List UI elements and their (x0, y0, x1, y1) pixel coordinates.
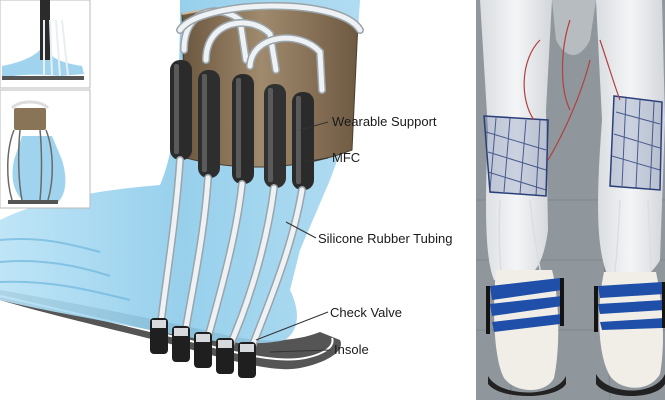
mfc-actuators (170, 60, 314, 190)
ankle-render-inset-icon (0, 89, 91, 209)
leader-lines (255, 121, 331, 353)
label-mfc: MFC (332, 150, 361, 165)
mfc-actuator (198, 70, 220, 178)
tubing-loops (176, 2, 364, 94)
label-check-valve: Check Valve (330, 305, 403, 320)
label-wearable-support: Wearable Support (332, 114, 437, 129)
label-silicone-rubber-tubing: Silicone Rubber Tubing (318, 231, 453, 246)
main-render (0, 0, 364, 378)
prototype-photo-icon (476, 0, 665, 400)
check-valves (150, 318, 256, 378)
label-insole: Insole (334, 342, 369, 357)
mfc-actuator (292, 92, 314, 190)
mfc-actuator (170, 60, 192, 160)
mfc-actuator (232, 74, 254, 184)
foot-render-inset-icon (0, 0, 91, 89)
silicone-tubes (156, 156, 306, 356)
mfc-actuator (264, 84, 286, 188)
